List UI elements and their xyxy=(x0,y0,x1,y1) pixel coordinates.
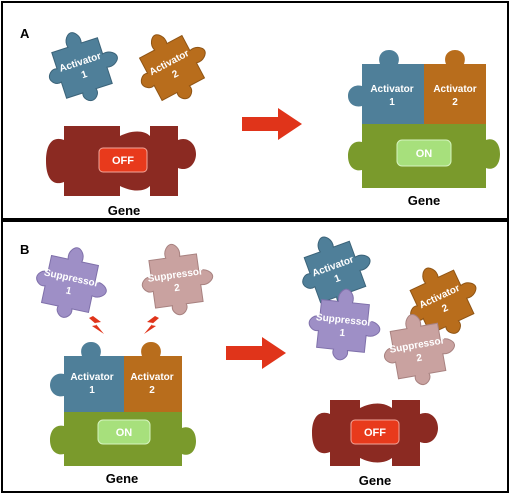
panel-a-frame xyxy=(1,1,509,220)
off-button-a xyxy=(98,147,148,173)
activator-1-assembled-b-line2: 1 xyxy=(89,385,95,396)
activator-2-assembled-a xyxy=(424,50,486,124)
panel-b-frame xyxy=(1,220,509,493)
panel-a-label: A xyxy=(20,26,30,41)
gene-label-b-right: Gene xyxy=(359,473,392,488)
suppressor-2-piece-b: Suppressor 2 xyxy=(377,307,461,391)
panel-b-label: B xyxy=(20,242,29,257)
right-arrow-icon-b xyxy=(226,337,286,369)
activator-1-piece: Activator 1 xyxy=(37,20,129,112)
activator-1-piece-b-line2: 1 xyxy=(333,273,342,285)
off-button-b xyxy=(350,419,400,445)
assembled-on-complex-a: Activator 1 Activator 2 ON Gene xyxy=(348,50,500,208)
suppressor-1-label-line2: 1 xyxy=(65,285,73,297)
activator-1-assembled-b-line1: Activator xyxy=(70,372,113,383)
activator-1-assembled-a-line2: 1 xyxy=(389,97,395,108)
on-button-a xyxy=(396,139,452,167)
off-label-b: OFF xyxy=(364,427,386,439)
gene-label-b: Gene xyxy=(106,471,139,486)
suppressor-1-piece-b: Suppressor 1 xyxy=(305,285,385,365)
activator-1-assembled-a xyxy=(348,50,424,124)
gene-off-block-a: OFF Gene xyxy=(46,126,196,218)
suppressor-1-piece: Suppressor 1 xyxy=(29,240,115,326)
activator-2-label-line2: 2 xyxy=(170,68,180,81)
activator-1-assembled-a-line1: Activator xyxy=(370,84,413,95)
activator-2-assembled-a-line1: Activator xyxy=(433,84,476,95)
suppressor-2-label-line2: 2 xyxy=(174,283,181,295)
activator-1-piece-b: Activator 1 xyxy=(289,224,382,317)
activator-2-assembled-b-line2: 2 xyxy=(149,385,155,396)
activator-2-piece: Activator 2 xyxy=(124,17,222,115)
gene-label-a: Gene xyxy=(108,203,141,218)
on-label-a: ON xyxy=(416,148,433,160)
activator-2-piece-b: Activator 2 xyxy=(395,252,491,348)
activator-2-assembled-b-line1: Activator xyxy=(130,372,173,383)
on-button-b xyxy=(97,419,151,445)
suppressor-2-piece-b-line2: 2 xyxy=(416,352,424,364)
suppressor-1-piece-b-line2: 1 xyxy=(339,328,346,340)
gene-label-a-right: Gene xyxy=(408,193,441,208)
right-arrow-icon xyxy=(242,108,302,140)
gene-off-block-b: OFF Gene xyxy=(312,400,438,488)
activator-1-label-line2: 1 xyxy=(80,69,89,81)
activator-2-piece-b-line2: 2 xyxy=(440,302,450,315)
on-label-b: ON xyxy=(116,427,133,439)
assembled-on-complex-b: Activator 1 Activator 2 ON Gene xyxy=(50,342,196,486)
lightning-bolt-icon-2 xyxy=(144,316,159,334)
activator-2-assembled-b xyxy=(124,342,182,412)
activator-2-assembled-a-line2: 2 xyxy=(452,97,458,108)
off-label-a: OFF xyxy=(112,155,134,167)
lightning-bolt-icon xyxy=(89,316,104,334)
suppressor-2-piece: Suppressor 2 xyxy=(136,238,218,320)
activator-1-assembled-b xyxy=(50,342,124,412)
